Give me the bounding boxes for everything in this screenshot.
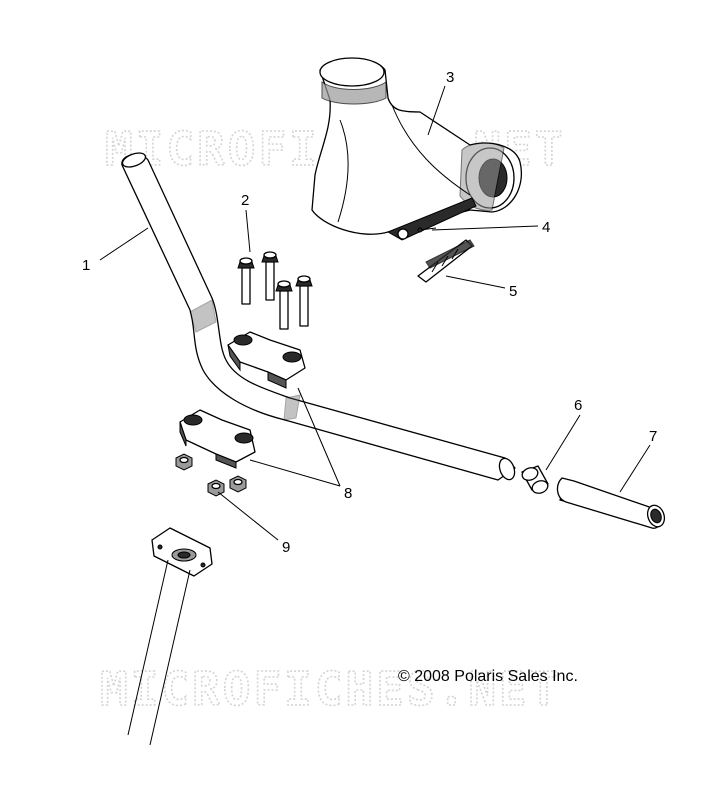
copyright-notice: © 2008 Polaris Sales Inc.: [398, 668, 578, 685]
steering-post: [127, 527, 213, 746]
bolt-2: [261, 251, 279, 301]
handlebar-clamp-upper: [227, 331, 306, 389]
callout-1: 1: [82, 257, 90, 274]
callout-8: 8: [344, 485, 352, 502]
callout-9: 9: [282, 539, 290, 556]
handlebar-clamp-lower: [179, 409, 256, 469]
callout-7: 7: [649, 428, 657, 445]
bolt-1: [237, 257, 255, 305]
hand-grip: [556, 477, 666, 529]
retaining-clip: [417, 239, 475, 283]
leader-lines: [99, 85, 651, 541]
handlebar-pod: [311, 57, 522, 235]
callout-6: 6: [574, 397, 582, 414]
nut-3: [207, 479, 225, 497]
clamp-nuts: [175, 453, 247, 497]
nut-1: [175, 453, 193, 471]
callout-3: 3: [446, 69, 454, 86]
callout-5: 5: [509, 283, 517, 300]
watermark-bottom: MICROFICHES.NET: [100, 662, 560, 716]
bar-end-plug: [521, 465, 549, 494]
pod-bracket-screw: [386, 197, 477, 241]
nut-2: [229, 475, 247, 493]
clamp-bolts: [237, 251, 313, 330]
handlebar: [121, 152, 516, 481]
callout-2: 2: [241, 192, 249, 209]
callout-4: 4: [542, 219, 550, 236]
bolt-4: [295, 275, 313, 327]
bolt-3: [275, 280, 293, 330]
